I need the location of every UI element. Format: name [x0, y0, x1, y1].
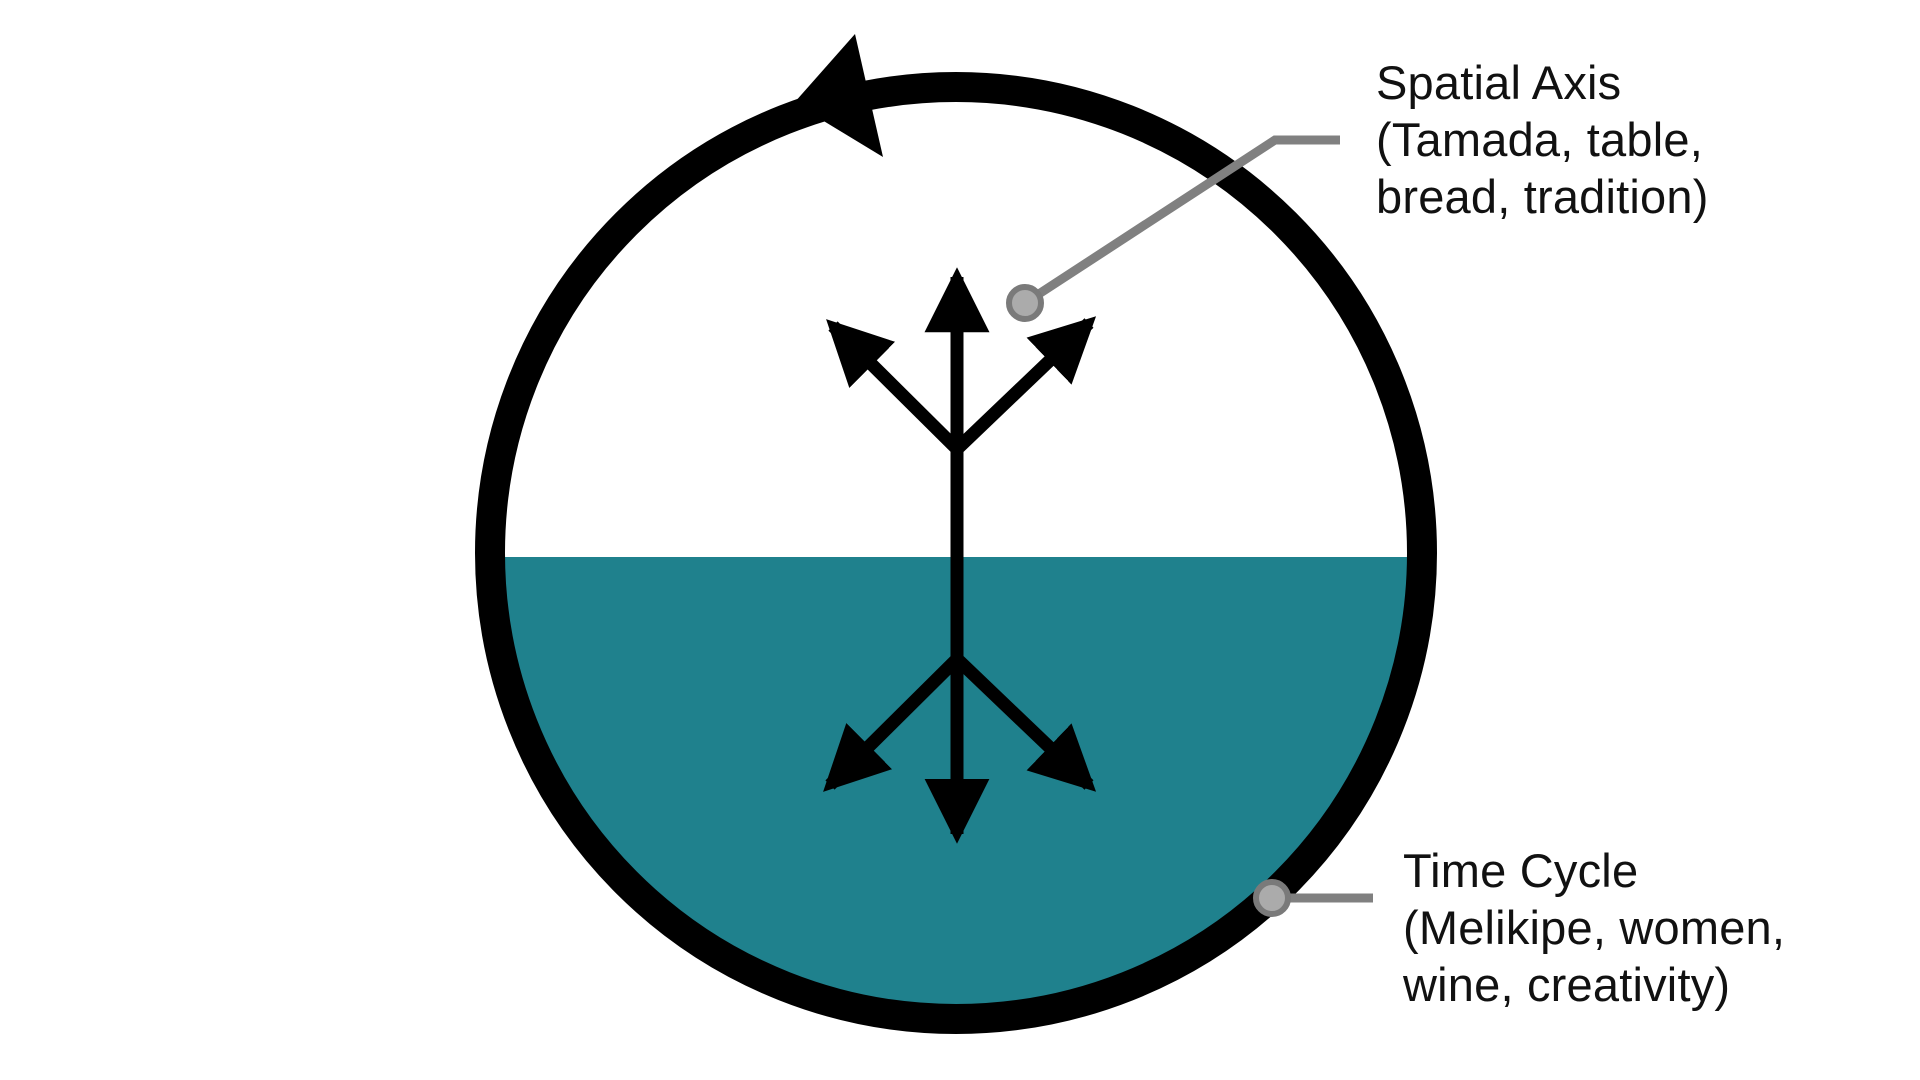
time-cycle-label: Time Cycle (Melikipe, women, wine, creat…: [1403, 842, 1785, 1013]
time-cycle-label-line1: Time Cycle: [1403, 844, 1639, 897]
arrow-down-left: [823, 651, 965, 792]
arrow-down-right: [949, 651, 1097, 792]
cycle-ring: [475, 72, 1437, 1034]
six-direction-arrows-icon: [823, 267, 1097, 844]
arrow-up-right: [949, 316, 1097, 457]
time-cycle-label-line3: wine, creativity): [1403, 958, 1731, 1011]
arrow-up-left: [826, 319, 965, 457]
time-cycle-label-line2: (Melikipe, women,: [1403, 901, 1786, 954]
time-cycle-leader-dot-icon: [1253, 879, 1291, 917]
spatial-axis-leader-line: [1022, 135, 1340, 307]
spatial-axis-label-line1: Spatial Axis: [1376, 56, 1622, 109]
spatial-axis-label-line3: bread, tradition): [1376, 170, 1709, 223]
spatial-axis-label-line2: (Tamada, table,: [1376, 113, 1703, 166]
spatial-axis-label: Spatial Axis (Tamada, table, bread, trad…: [1376, 54, 1709, 225]
spatial-axis-leader-dot-icon: [1006, 284, 1044, 322]
rotation-arrowhead-icon: [794, 34, 883, 157]
